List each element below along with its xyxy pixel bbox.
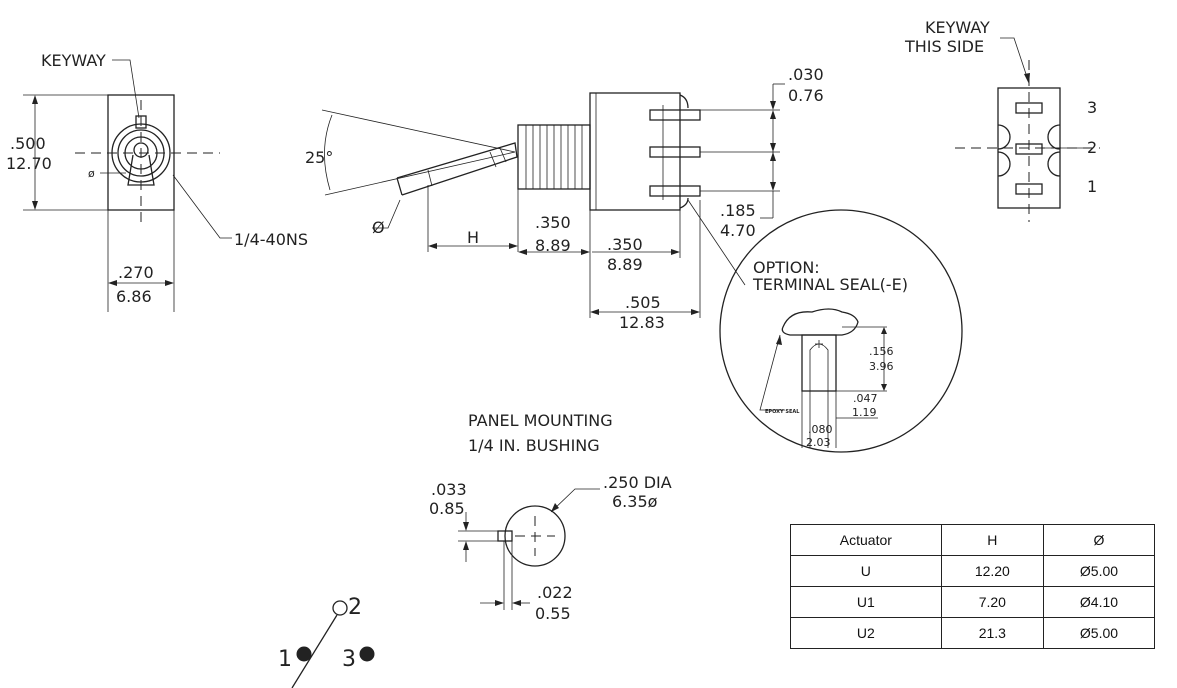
- keyway-right-2: THIS SIDE: [904, 37, 984, 56]
- keyway-right-1: KEYWAY: [925, 18, 990, 37]
- rear-view: KEYWAY THIS SIDE 3 2 1: [904, 18, 1100, 222]
- table-cell: U1: [790, 586, 942, 618]
- schematic-pin-1: 1: [278, 647, 292, 672]
- dim-270: .270: [118, 263, 154, 282]
- dim-1283: 12.83: [619, 313, 665, 332]
- pin-1-filled-dot: [296, 646, 312, 662]
- dim-686: 6.86: [116, 287, 152, 306]
- dim-350b: .350: [607, 235, 643, 254]
- thread-label: 1/4-40NS: [234, 230, 308, 249]
- panel-line1: PANEL MOUNTING: [468, 411, 613, 430]
- dim-047: .047: [853, 392, 878, 405]
- angle-label: 25°: [305, 148, 333, 167]
- table-cell: 7.20: [940, 586, 1044, 618]
- h-label: H: [467, 228, 479, 247]
- option-line1: OPTION:: [753, 258, 820, 277]
- table-cell: Ø5.00: [1042, 617, 1156, 649]
- dim-203: 2.03: [806, 436, 831, 449]
- option-line2: TERMINAL SEAL(-E): [752, 275, 908, 294]
- dim-889a: 8.89: [535, 236, 571, 255]
- table-cell: Ø5.00: [1042, 555, 1156, 587]
- switch-schematic: 2 1 3: [278, 595, 375, 688]
- phi-small: ø: [88, 167, 95, 180]
- header-h: H: [940, 524, 1044, 556]
- front-view: KEYWAY .500 12.70 ø 1/4-40NS .270 6.86: [6, 51, 308, 312]
- schematic-pin-2: 2: [348, 595, 362, 620]
- table-row: U 12.20 Ø5.00: [790, 555, 1156, 587]
- header-phi: Ø: [1042, 524, 1156, 556]
- dim-055: 0.55: [535, 604, 571, 623]
- dim-085: 0.85: [429, 499, 465, 518]
- keyway-label: KEYWAY: [41, 51, 106, 70]
- table-cell: 12.20: [940, 555, 1044, 587]
- pin-1-label: 1: [1087, 177, 1097, 196]
- pin-3-filled-dot: [359, 646, 375, 662]
- dim-1270: 12.70: [6, 154, 52, 173]
- epoxy-label: EPOXY SEAL: [765, 409, 800, 415]
- table-cell: 21.3: [940, 617, 1044, 649]
- dim-470: 4.70: [720, 221, 756, 240]
- table-cell: U2: [790, 617, 942, 649]
- header-actuator: Actuator: [790, 524, 942, 556]
- dim-505: .505: [625, 293, 661, 312]
- dim-350a: .350: [535, 213, 571, 232]
- side-view: 25° Ø H .350 8.89 .350 8.89 .505 12.83 .…: [305, 65, 824, 332]
- dim-185: .185: [720, 201, 756, 220]
- pin-3-label: 3: [1087, 98, 1097, 117]
- panel-line2: 1/4 IN. BUSHING: [468, 436, 600, 455]
- dim-080: .080: [808, 423, 833, 436]
- table-row: U2 21.3 Ø5.00: [790, 617, 1156, 649]
- dim-156: .156: [869, 345, 894, 358]
- table-header-row: Actuator H Ø: [790, 524, 1156, 556]
- dim-076: 0.76: [788, 86, 824, 105]
- dim-396: 3.96: [869, 360, 894, 373]
- dim-500: .500: [10, 134, 46, 153]
- dim-022: .022: [537, 583, 573, 602]
- dim-033: .033: [431, 480, 467, 499]
- actuator-table: Actuator H Ø U 12.20 Ø5.00 U1 7.20 Ø4.10…: [790, 524, 1156, 649]
- table-cell: U: [790, 555, 942, 587]
- pin-2-label: 2: [1087, 138, 1097, 157]
- table-cell: Ø4.10: [1042, 586, 1156, 618]
- dim-119: 1.19: [852, 406, 877, 419]
- dim-030: .030: [788, 65, 824, 84]
- panel-mounting: PANEL MOUNTING 1/4 IN. BUSHING .033 0.85…: [429, 411, 672, 623]
- dim-250: .250 DIA: [603, 473, 672, 492]
- pin-2-open-circle: [332, 600, 348, 616]
- dim-635: 6.35ø: [612, 492, 658, 511]
- phi-actuator: Ø: [372, 218, 385, 237]
- schematic-pin-3: 3: [342, 647, 356, 672]
- terminal-seal-detail: OPTION: TERMINAL SEAL(-E) .156 3.96 .047…: [719, 209, 963, 453]
- table-row: U1 7.20 Ø4.10: [790, 586, 1156, 618]
- dim-889b: 8.89: [607, 255, 643, 274]
